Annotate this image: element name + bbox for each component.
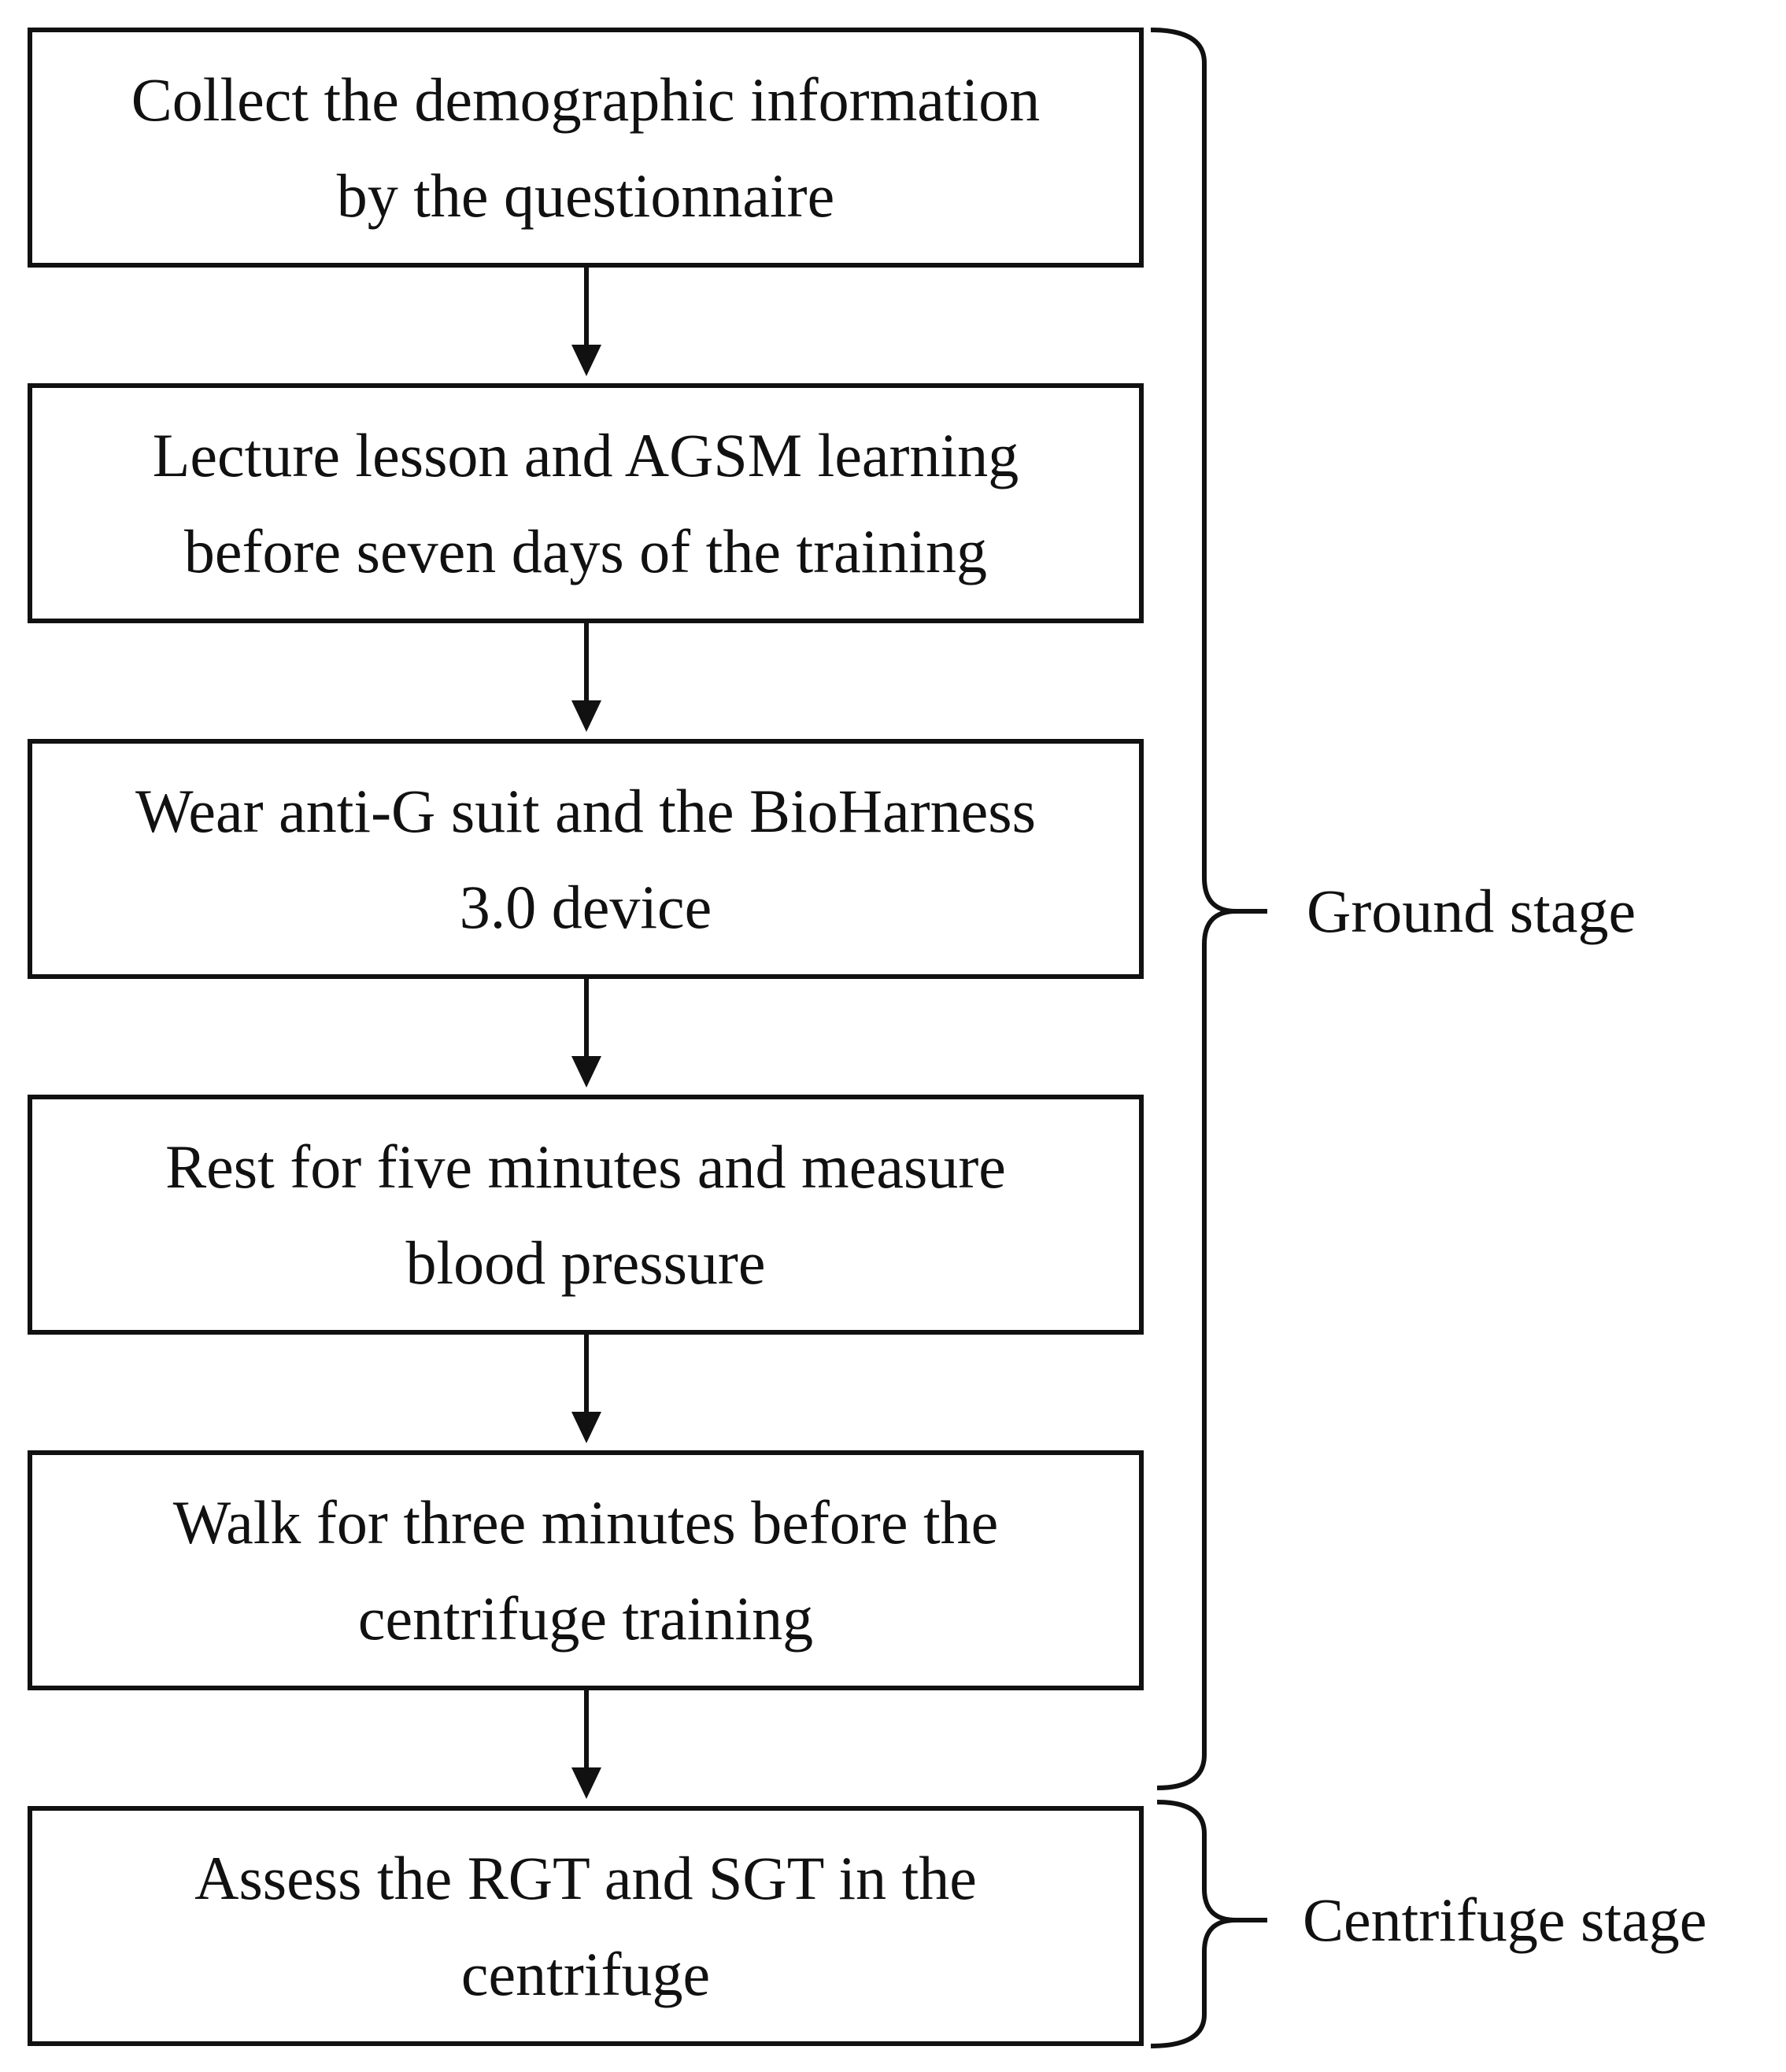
arrow-5-to-6 [571, 1690, 601, 1799]
step-text-5: Walk for three minutes before the centri… [172, 1487, 999, 1653]
arrow-2-to-3 [571, 623, 601, 732]
step-text-3: Wear anti-G suit and the BioHarness 3.0 … [135, 776, 1036, 941]
arrow-4-to-5 [571, 1335, 601, 1443]
step-box-6: Assess the RGT and SGT in the centrifuge [28, 1806, 1144, 2046]
centrifuge-stage-label: Centrifuge stage [1303, 1885, 1707, 1954]
step-text-4: Rest for five minutes and measure blood … [165, 1132, 1006, 1297]
arrow-1-to-2 [571, 268, 601, 376]
step-box-5: Walk for three minutes before the centri… [28, 1450, 1144, 1690]
step-box-3: Wear anti-G suit and the BioHarness 3.0 … [28, 739, 1144, 979]
ground-stage-label: Ground stage [1307, 877, 1636, 945]
step-text-2: Lecture lesson and AGSM learning before … [152, 420, 1019, 585]
centrifuge-stage-brace [1150, 1800, 1267, 2048]
ground-stage-brace [1150, 28, 1267, 1790]
step-box-1: Collect the demographic information by t… [28, 28, 1144, 268]
step-box-2: Lecture lesson and AGSM learning before … [28, 383, 1144, 623]
step-text-6: Assess the RGT and SGT in the centrifuge [194, 1843, 977, 2008]
arrow-3-to-4 [571, 979, 601, 1088]
step-text-1: Collect the demographic information by t… [131, 65, 1041, 230]
step-box-4: Rest for five minutes and measure blood … [28, 1095, 1144, 1335]
